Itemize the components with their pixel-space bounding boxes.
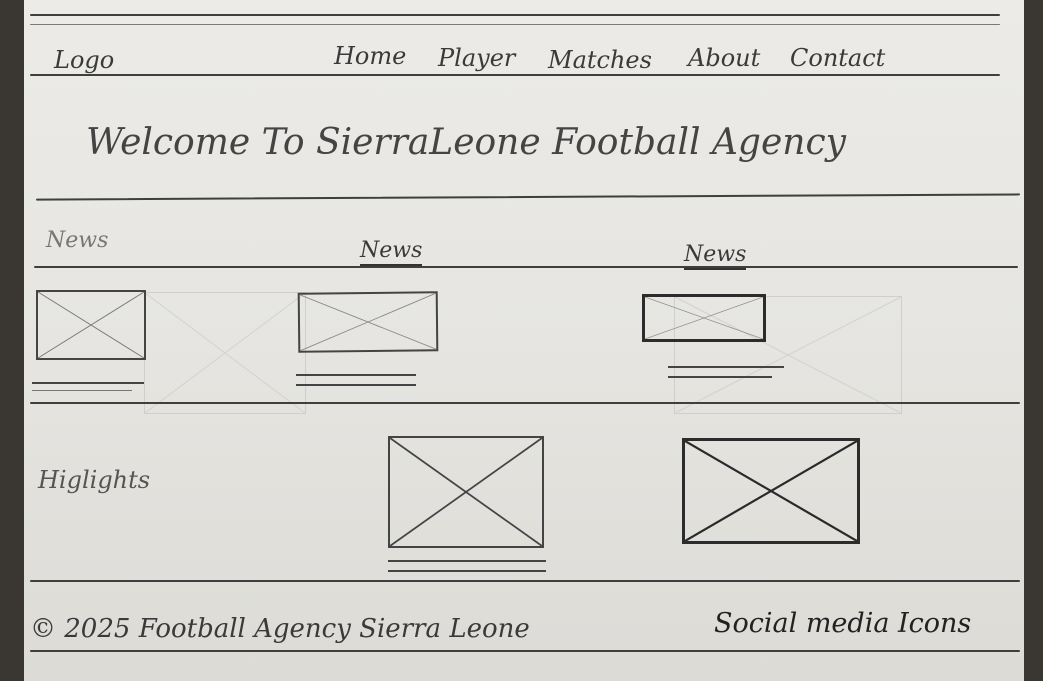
news-column-heading[interactable]: News (684, 242, 747, 270)
news-column-heading[interactable]: News (360, 238, 423, 266)
news-caption-line (32, 390, 132, 391)
top-border-line-inner (30, 24, 1000, 25)
news-section-label: News (46, 228, 109, 253)
news-header-divider (34, 266, 1018, 268)
faint-ghost-image-placeholder (144, 292, 306, 414)
news-caption-line (296, 374, 416, 376)
hero-title: Welcome To SierraLeone Football Agency (86, 122, 846, 163)
logo[interactable]: Logo (54, 46, 115, 74)
header-divider (30, 74, 1000, 76)
nav-link-player[interactable]: Player (438, 44, 516, 72)
top-border-line (30, 14, 1000, 16)
faint-ghost-image-placeholder (674, 296, 902, 414)
news-section-divider (30, 402, 1020, 404)
news-caption-line (296, 384, 416, 386)
wireframe-sheet: Logo Home Player Matches About Contact W… (24, 0, 1024, 681)
highlight-caption-line (388, 560, 546, 562)
news-caption-line (32, 382, 144, 384)
nav-link-matches[interactable]: Matches (548, 46, 652, 74)
highlight-video-placeholder[interactable] (388, 436, 544, 548)
highlights-section-label: Higlights (38, 466, 151, 494)
nav-link-contact[interactable]: Contact (790, 44, 886, 72)
highlight-caption-line (388, 570, 546, 572)
news-image-placeholder[interactable] (297, 291, 439, 353)
news-image-placeholder[interactable] (642, 294, 766, 342)
social-media-icons[interactable]: Social media Icons (714, 608, 972, 639)
news-caption-line (668, 366, 784, 368)
highlight-video-placeholder[interactable] (682, 438, 860, 544)
news-caption-line (668, 376, 772, 378)
hero-divider (36, 193, 1020, 201)
footer-divider (30, 580, 1020, 582)
nav-link-about[interactable]: About (688, 44, 761, 72)
bottom-border-line (30, 650, 1020, 652)
nav-link-home[interactable]: Home (334, 42, 407, 70)
news-image-placeholder[interactable] (36, 290, 146, 360)
footer-copyright: © 2025 Football Agency Sierra Leone (30, 614, 530, 644)
